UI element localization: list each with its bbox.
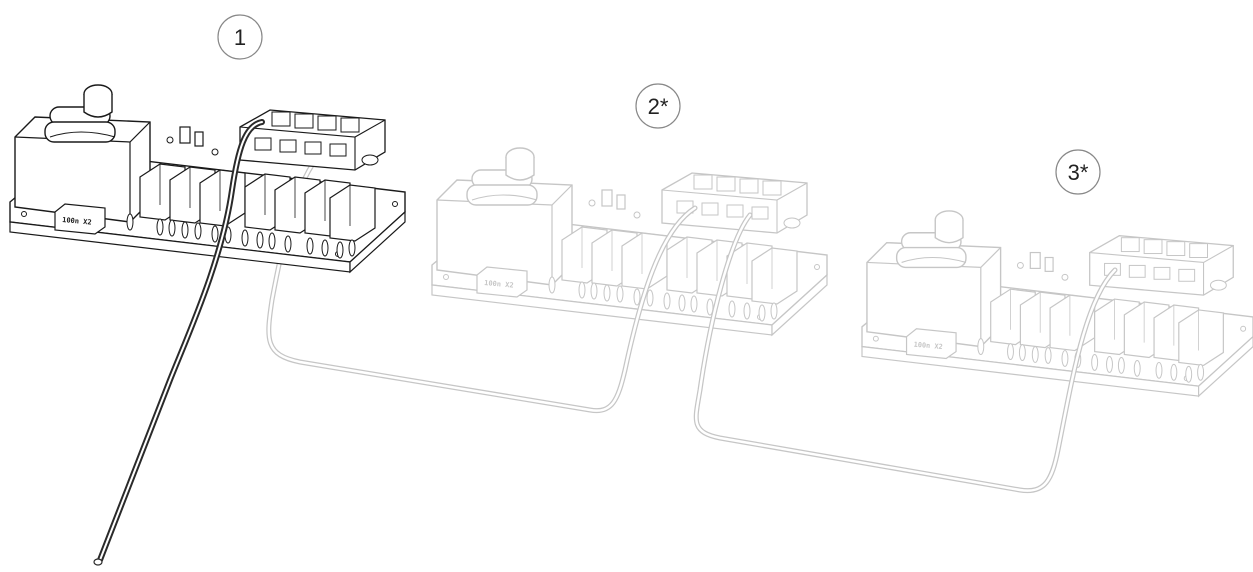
callout-3-label: 3* <box>1068 160 1089 185</box>
board-1: 100n X2 <box>9 84 406 273</box>
callout-3: 3* <box>1055 149 1101 195</box>
board-1-capacitor-label: 100n X2 <box>62 216 92 227</box>
board-3: 100n X2 <box>861 210 1253 397</box>
callout-2: 2* <box>635 83 681 129</box>
board-3-capacitor-label: 100n X2 <box>913 341 943 352</box>
callout-1: 1 <box>217 14 263 60</box>
board-2: 100n X2 <box>431 147 828 336</box>
callout-2-label: 2* <box>648 94 669 119</box>
cable-end <box>93 558 103 566</box>
callout-1-label: 1 <box>234 25 246 50</box>
board-2-capacitor-label: 100n X2 <box>484 279 514 290</box>
